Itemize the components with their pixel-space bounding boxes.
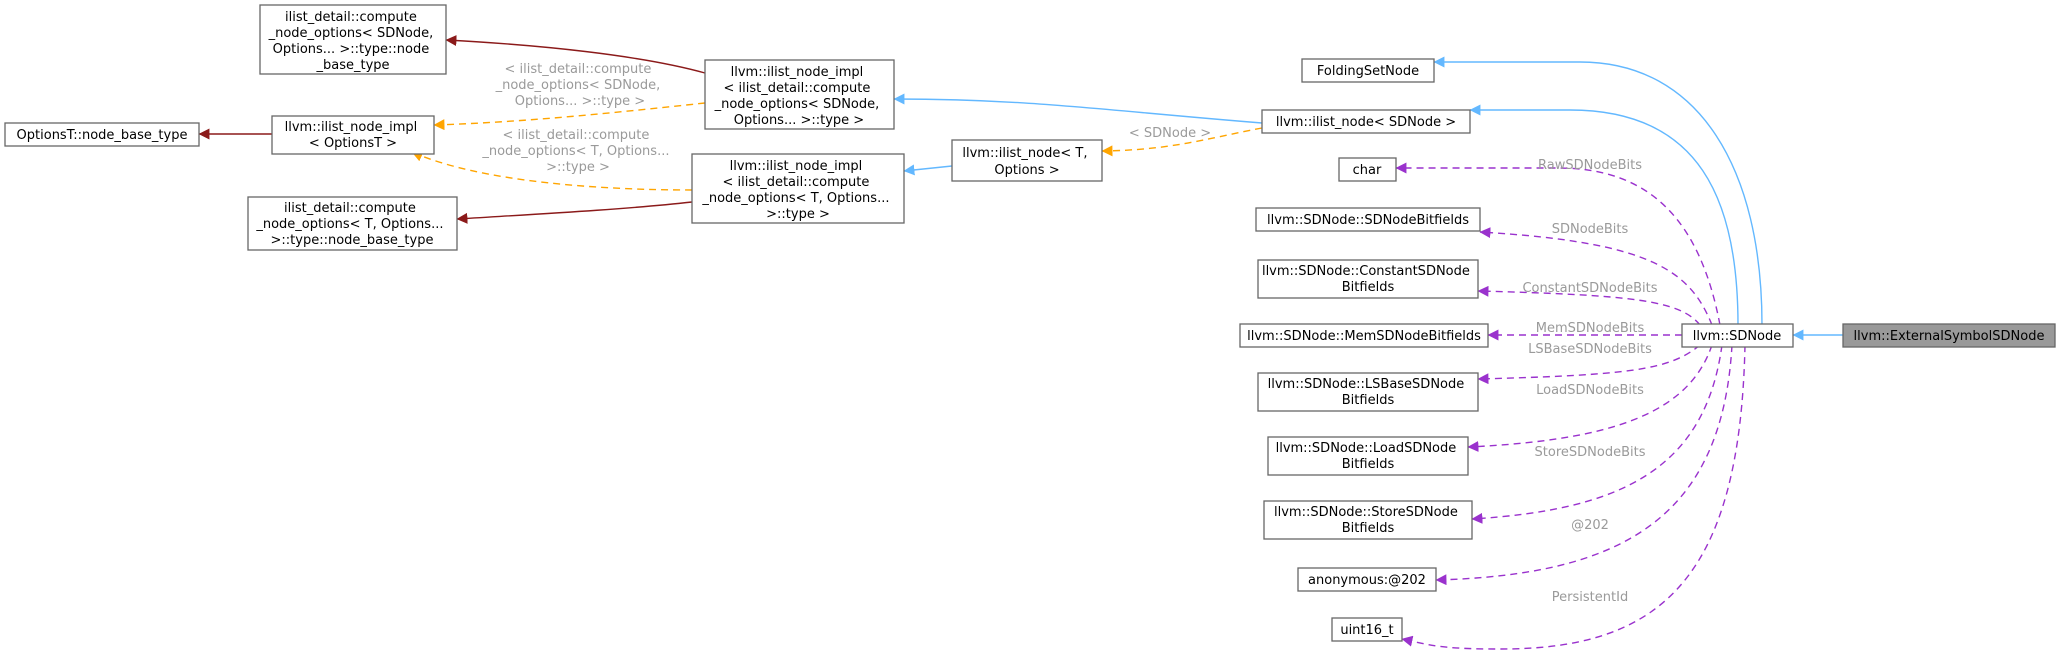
class-node-foldingset-node[interactable]: FoldingSetNode bbox=[1301, 58, 1435, 83]
svg-text:char: char bbox=[1353, 163, 1382, 178]
svg-text:uint16_t: uint16_t bbox=[1340, 623, 1393, 638]
class-node-external-symbol-sdnode[interactable]: llvm::ExternalSymbolSDNode bbox=[1842, 323, 2056, 348]
svg-text:llvm::ilist_node_impl: llvm::ilist_node_impl < ilist_detail::co… bbox=[714, 65, 884, 128]
edge-storebits bbox=[1471, 344, 1723, 524]
edge-label-persistent: PersistentId bbox=[1552, 590, 1628, 605]
class-node-sdnode-bitfields[interactable]: llvm::SDNode::SDNodeBitfields bbox=[1255, 207, 1481, 232]
edge-impl-T-to-ilist-T bbox=[903, 164, 953, 176]
edge-label-sdbits: SDNodeBits bbox=[1552, 222, 1629, 237]
class-node-char[interactable]: char bbox=[1338, 157, 1397, 182]
class-node-base-type-sdnode[interactable]: ilist_detail::compute _node_options< SDN… bbox=[259, 4, 447, 75]
edge-label-impl-T-param: < ilist_detail::compute _node_options< T… bbox=[481, 128, 673, 175]
edge-impl-T-to-base bbox=[456, 201, 693, 224]
edge-constbits bbox=[1477, 285, 1701, 326]
svg-text:llvm::SDNode::SDNodeBitfields: llvm::SDNode::SDNodeBitfields bbox=[1267, 213, 1469, 228]
svg-text:ilist_detail::compute: ilist_detail::compute _node_options< SDN… bbox=[268, 10, 438, 73]
edge-sdbits bbox=[1479, 227, 1713, 326]
svg-text:llvm::ExternalSymbolSDNode: llvm::ExternalSymbolSDNode bbox=[1854, 329, 2045, 344]
svg-text:llvm::SDNode::StoreSDNode: llvm::SDNode::StoreSDNode Bitfields bbox=[1274, 505, 1462, 536]
svg-text:FoldingSetNode: FoldingSetNode bbox=[1317, 64, 1419, 79]
svg-text:llvm::ilist_node_impl: llvm::ilist_node_impl < ilist_detail::co… bbox=[701, 159, 893, 222]
class-node-lsbase-sdnode-bitfields[interactable]: llvm::SDNode::LSBaseSDNode Bitfields bbox=[1257, 372, 1479, 412]
class-node-ilist-node-impl-optionsT[interactable]: llvm::ilist_node_impl < OptionsT > bbox=[271, 115, 435, 155]
svg-text:llvm::ilist_node_impl: llvm::ilist_node_impl < OptionsT > bbox=[285, 120, 422, 151]
svg-text:ilist_detail::compute: ilist_detail::compute _node_options< T, … bbox=[255, 201, 447, 248]
svg-text:anonymous:@202: anonymous:@202 bbox=[1308, 573, 1426, 588]
class-node-store-sdnode-bitfields[interactable]: llvm::SDNode::StoreSDNode Bitfields bbox=[1263, 500, 1473, 540]
edge-raw bbox=[1395, 162, 1721, 326]
class-node-base-type-T[interactable]: ilist_detail::compute _node_options< T, … bbox=[247, 196, 458, 251]
class-node-mem-sdnode-bitfields[interactable]: llvm::SDNode::MemSDNodeBitfields bbox=[1239, 323, 1489, 348]
svg-text:llvm::ilist_node< SDNode >: llvm::ilist_node< SDNode > bbox=[1276, 115, 1456, 130]
edge-ilist-sdnode-to-sdnode bbox=[1469, 104, 1739, 326]
edge-label-impl-sdnode-param: < ilist_detail::compute _node_options< S… bbox=[495, 62, 665, 109]
edge-label-loadbits: LoadSDNodeBits bbox=[1536, 383, 1644, 398]
class-node-load-sdnode-bitfields[interactable]: llvm::SDNode::LoadSDNode Bitfields bbox=[1267, 436, 1469, 476]
class-node-ilist-node-impl-T[interactable]: llvm::ilist_node_impl < ilist_detail::co… bbox=[691, 153, 905, 224]
edge-foldingset-to-sdnode bbox=[1433, 56, 1763, 326]
class-node-constant-sdnode-bitfields[interactable]: llvm::SDNode::ConstantSDNode Bitfields bbox=[1257, 259, 1479, 299]
edge-persistent bbox=[1401, 344, 1746, 650]
class-node-ilist-node-T[interactable]: llvm::ilist_node< T, Options > bbox=[951, 139, 1103, 182]
svg-text:OptionsT::node_base_type: OptionsT::node_base_type bbox=[17, 128, 188, 143]
edge-lsbits bbox=[1477, 344, 1701, 385]
class-node-sdnode[interactable]: llvm::SDNode bbox=[1681, 323, 1794, 348]
edge-impl-optT-to-impl-sdnode bbox=[433, 102, 706, 131]
edge-impl-optT-to-impl-T bbox=[411, 151, 693, 191]
svg-text:llvm::SDNode::MemSDNodeBitfiel: llvm::SDNode::MemSDNodeBitfields bbox=[1247, 329, 1481, 344]
class-node-optionsT-base-type[interactable]: OptionsT::node_base_type bbox=[4, 122, 200, 147]
svg-text:llvm::ilist_node< T, O: llvm::ilist_node< T, Options > bbox=[962, 146, 1091, 178]
class-node-anonymous-202[interactable]: anonymous:@202 bbox=[1297, 567, 1437, 592]
edge-label-constbits: ConstantSDNodeBits bbox=[1522, 281, 1657, 296]
edge-label-raw: RawSDNodeBits bbox=[1538, 158, 1642, 173]
svg-text:llvm::SDNode::ConstantSDNode: llvm::SDNode::ConstantSDNode Bitfields bbox=[1262, 264, 1474, 295]
svg-text:llvm::SDNode: llvm::SDNode bbox=[1693, 329, 1782, 344]
class-node-ilist-node-impl-sdnode[interactable]: llvm::ilist_node_impl < ilist_detail::co… bbox=[704, 59, 895, 130]
edge-label-storebits: StoreSDNodeBits bbox=[1535, 445, 1646, 460]
svg-text:llvm::SDNode::LSBaseSDNode: llvm::SDNode::LSBaseSDNode Bitfields bbox=[1268, 377, 1469, 408]
edge-label-sdnode-param: < SDNode > bbox=[1129, 126, 1211, 141]
edge-label-lsbits: LSBaseSDNodeBits bbox=[1528, 342, 1652, 357]
edge-anon bbox=[1435, 344, 1733, 586]
edge-impl-sdnode-to-base bbox=[445, 35, 706, 74]
class-node-ilist-node-sdnode[interactable]: llvm::ilist_node< SDNode > bbox=[1261, 109, 1471, 134]
edge-loadbits bbox=[1467, 344, 1713, 453]
class-node-uint16-t[interactable]: uint16_t bbox=[1331, 617, 1403, 642]
edge-label-anon: @202 bbox=[1571, 518, 1609, 533]
edge-impl-sdnode-to-ilist-sdnode bbox=[893, 93, 1263, 124]
svg-text:llvm::SDNode::LoadSDNode: llvm::SDNode::LoadSDNode Bitfields bbox=[1276, 441, 1461, 472]
edge-label-membits: MemSDNodeBits bbox=[1536, 321, 1645, 336]
